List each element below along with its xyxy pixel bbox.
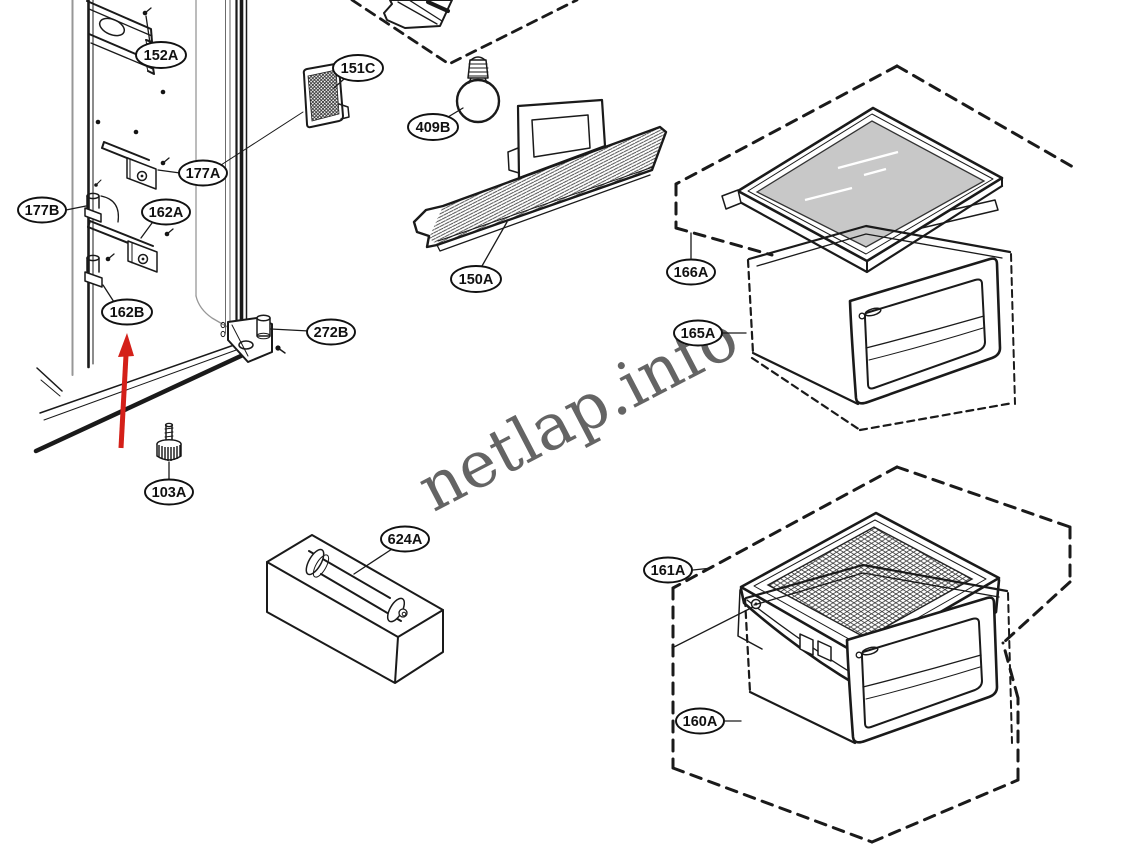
part-103A-leveling-foot: [156, 422, 182, 461]
part-177A-bracket: [101, 141, 157, 190]
callout-624A: 624A: [353, 525, 430, 575]
part-177B-hinge: [84, 179, 120, 223]
svg-text:162A: 162A: [149, 205, 184, 221]
callout-161A: 161A: [643, 556, 713, 584]
svg-text:161A: 161A: [651, 563, 686, 579]
part-409B-light-bulb: [455, 56, 501, 124]
callout-166A: 166A: [666, 232, 716, 286]
part-150A-rail: [412, 98, 668, 252]
callout-151C: 151C: [332, 54, 384, 89]
svg-text:160A: 160A: [683, 714, 718, 730]
svg-text:162B: 162B: [110, 305, 145, 321]
red-arrow-annotation: [118, 333, 134, 449]
svg-text:177A: 177A: [186, 166, 221, 182]
callout-177B: 177B: [17, 196, 87, 224]
drawer: [746, 224, 1016, 406]
part-272B-hinge-bracket: [227, 314, 286, 363]
callout-162A: 162A: [140, 198, 191, 239]
callout-150A: 150A: [450, 221, 508, 293]
cabinet-side-panel: [33, 0, 248, 454]
callout-409B: 409B: [407, 107, 464, 141]
svg-text:152A: 152A: [144, 48, 179, 64]
svg-text:166A: 166A: [674, 265, 709, 281]
callout-160A: 160A: [675, 707, 742, 735]
svg-text:151C: 151C: [341, 61, 376, 77]
callout-103A: 103A: [144, 461, 194, 506]
svg-text:177B: 177B: [25, 203, 60, 219]
svg-text:409B: 409B: [416, 120, 451, 136]
callout-152A: 152A: [135, 15, 187, 69]
callout-272B: 272B: [270, 318, 356, 346]
part-162A-bracket: [87, 220, 158, 273]
top-partial-assembly: [350, 0, 579, 66]
svg-text:103A: 103A: [152, 485, 187, 501]
svg-text:165A: 165A: [681, 326, 716, 342]
svg-text:150A: 150A: [459, 272, 494, 288]
assembly-166A-165A: [674, 64, 1075, 432]
callout-165A: 165A: [673, 319, 747, 347]
part-624A-water-filter: [266, 534, 444, 684]
callout-177A: 177A: [157, 159, 228, 187]
part-162B-hinge: [84, 254, 103, 288]
svg-text:272B: 272B: [314, 325, 349, 341]
part-151C-grille-cover: [220, 62, 350, 166]
callout-162B: 162B: [101, 284, 153, 326]
svg-text:624A: 624A: [388, 532, 423, 548]
